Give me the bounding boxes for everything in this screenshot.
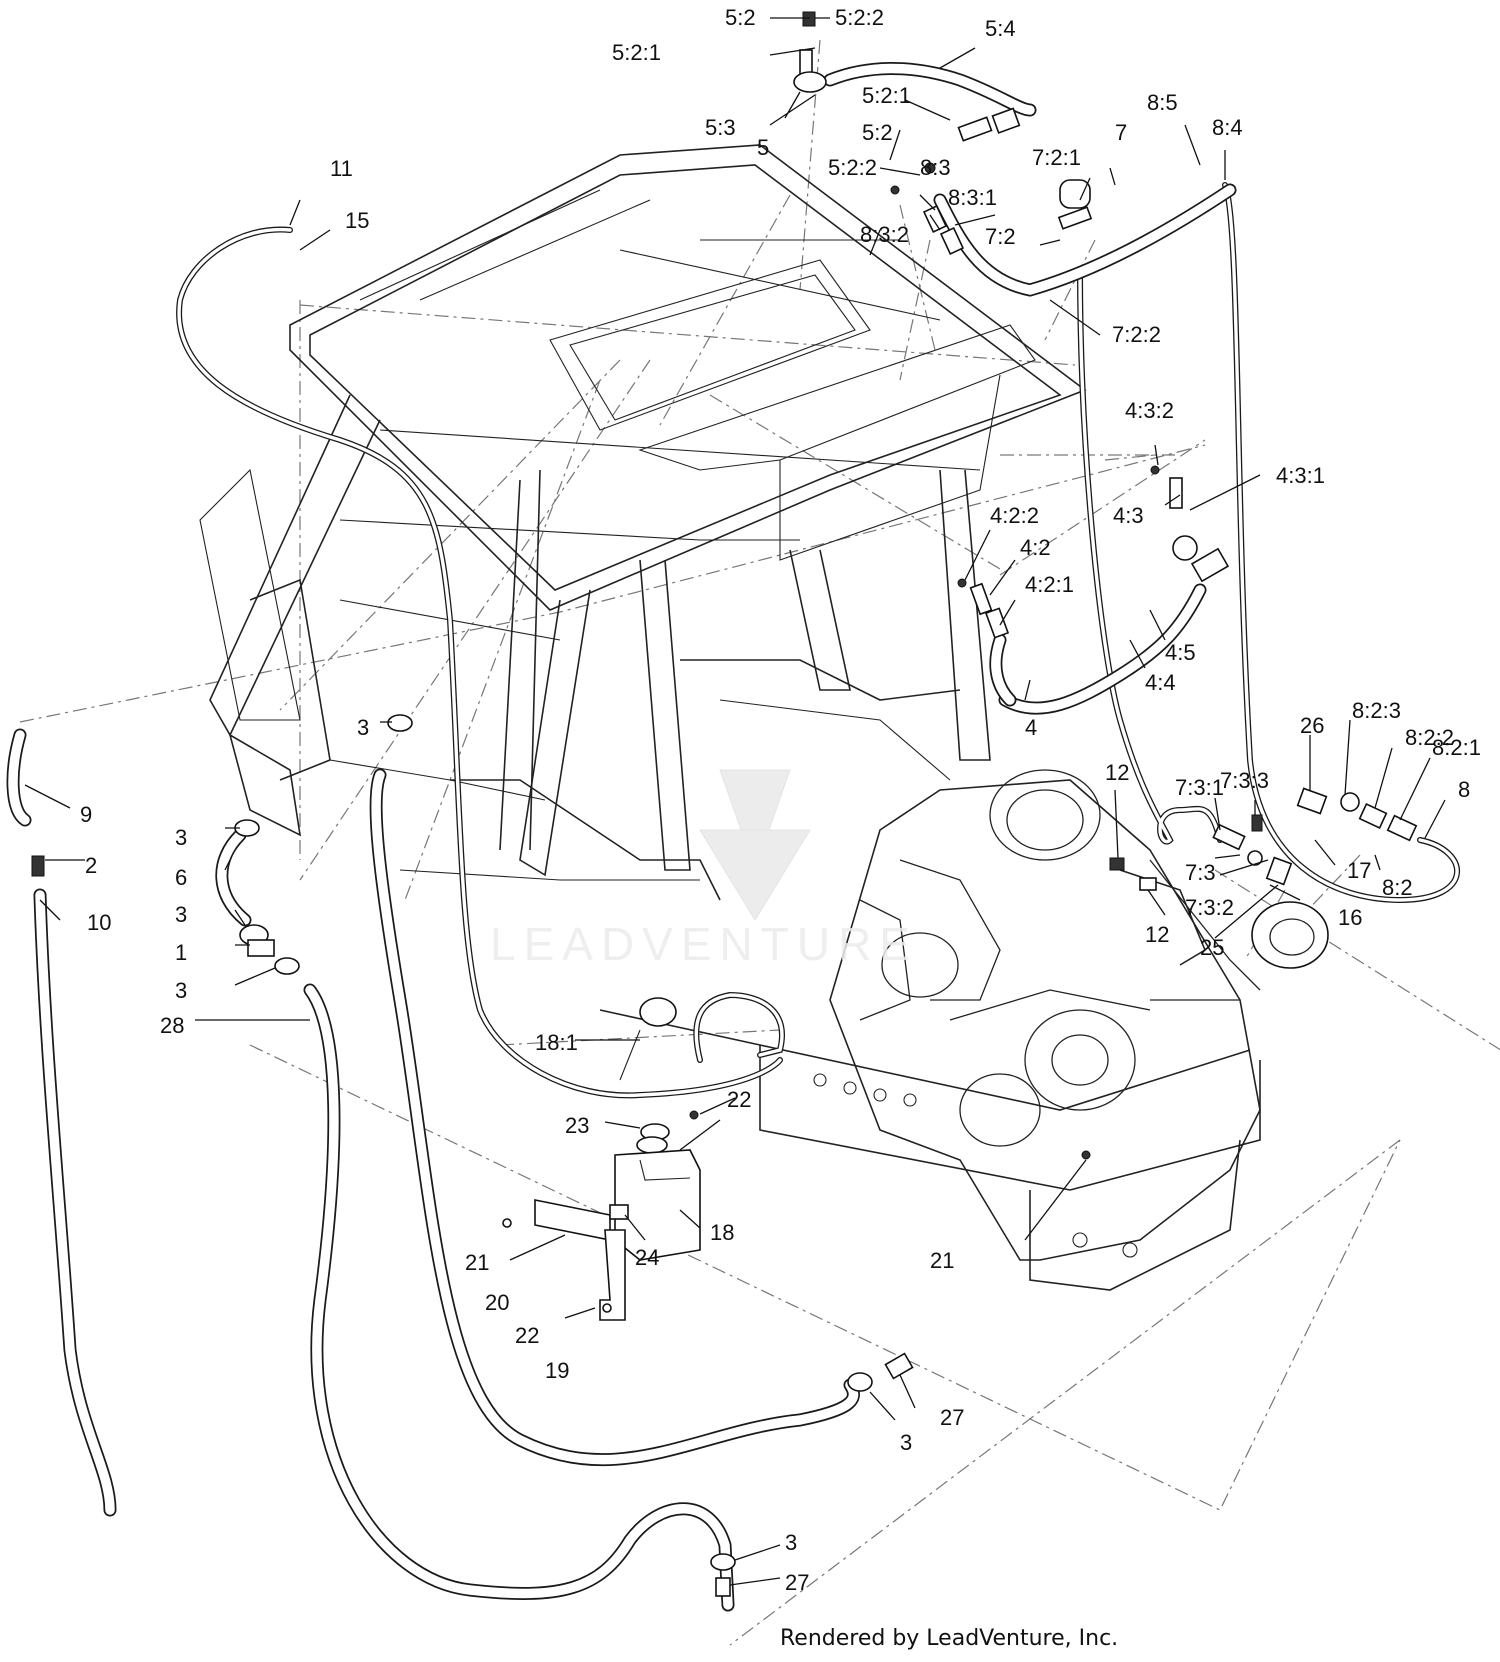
callout-11: 11 — [330, 156, 353, 181]
callout-3-b: 3 — [175, 825, 187, 850]
callout-8-3-2: 8:3:2 — [860, 222, 909, 247]
callout-4-3-1: 4:3:1 — [1276, 463, 1325, 488]
callout-3-e: 3 — [900, 1430, 912, 1455]
callout-28: 28 — [160, 1013, 184, 1038]
callout-3-a: 3 — [357, 715, 369, 740]
cab-frame — [199, 144, 1087, 901]
callout-4-2: 4:2 — [1020, 535, 1051, 560]
callout-6: 6 — [175, 865, 187, 890]
callout-8-2-3: 8:2:3 — [1352, 698, 1401, 723]
callout-8-3-1: 8:3:1 — [948, 185, 997, 210]
callout-15: 15 — [345, 208, 369, 233]
callout-19: 19 — [545, 1358, 569, 1383]
callout-7-3-3: 7:3:3 — [1220, 768, 1269, 793]
callout-8-3: 8:3 — [920, 155, 951, 180]
callout-5-3: 5:3 — [705, 115, 736, 140]
callout-5-2-1: 5:2:1 — [612, 40, 661, 65]
callout-7-2-1: 7:2:1 — [1032, 145, 1081, 170]
callout-7-2: 7:2 — [985, 224, 1016, 249]
callout-8-2: 8:2 — [1382, 875, 1413, 900]
callout-4-5: 4:5 — [1165, 640, 1196, 665]
watermark-text: LEADVENTURE — [490, 918, 918, 970]
callout-1: 1 — [175, 940, 187, 965]
fittings — [31, 11, 1418, 1597]
callout-3-d: 3 — [175, 978, 187, 1003]
callout-24: 24 — [635, 1245, 659, 1270]
reservoir-assembly — [502, 997, 1091, 1321]
callout-4-2-1: 4:2:1 — [1025, 572, 1074, 597]
callout-12-b: 12 — [1145, 922, 1169, 947]
watermark: LEADVENTURE — [490, 769, 918, 970]
callout-8: 8 — [1458, 777, 1470, 802]
callout-21-a: 21 — [465, 1250, 489, 1275]
callout-27-b: 27 — [785, 1570, 809, 1595]
callout-18: 18 — [710, 1220, 734, 1245]
callout-26: 26 — [1300, 713, 1324, 738]
render-credit: Rendered by LeadVenture, Inc. — [780, 1626, 1118, 1651]
callout-23: 23 — [565, 1113, 589, 1138]
callout-25: 25 — [1200, 935, 1224, 960]
hoses — [6, 61, 1460, 1612]
callout-3-f: 3 — [785, 1530, 797, 1555]
callout-8-2-1: 8:2:1 — [1432, 735, 1481, 760]
callout-5-2-2: 5:2:2 — [835, 5, 884, 30]
callout-5-2-1-b: 5:2:1 — [862, 83, 911, 108]
callout-8-2-2: 8:2:2 — [1405, 725, 1454, 750]
callout-10: 10 — [87, 910, 111, 935]
phantom-lines — [19, 39, 1500, 1646]
callout-21-b: 21 — [930, 1248, 954, 1273]
callout-7-3-2: 7:3:2 — [1185, 895, 1234, 920]
callout-7-2-2: 7:2:2 — [1112, 322, 1161, 347]
engine-assembly — [599, 769, 1329, 1291]
callout-16: 16 — [1338, 905, 1362, 930]
leader-lines — [24, 17, 1446, 1586]
callout-22-b: 22 — [515, 1323, 539, 1348]
callout-3-c: 3 — [175, 902, 187, 927]
callout-4-2-2: 4:2:2 — [990, 503, 1039, 528]
callout-9: 9 — [80, 802, 92, 827]
callout-17: 17 — [1347, 858, 1371, 883]
callout-7: 7 — [1115, 120, 1127, 145]
callout-8-5: 8:5 — [1147, 90, 1178, 115]
callout-4-3-2: 4:3:2 — [1125, 398, 1174, 423]
callout-4-3: 4:3 — [1113, 503, 1144, 528]
callout-12-a: 12 — [1105, 760, 1129, 785]
callout-5-2-b: 5:2 — [862, 120, 893, 145]
callout-labels: 5:2 5:2:2 5:2:1 5:4 5:2:1 5:3 5:2 5 8:5 … — [80, 5, 1481, 1595]
callout-2: 2 — [85, 853, 97, 878]
callout-5-2-2-b: 5:2:2 — [828, 155, 877, 180]
callout-5-2: 5:2 — [725, 5, 756, 30]
callout-22-a: 22 — [727, 1087, 751, 1112]
callout-7-3-1: 7:3:1 — [1175, 775, 1224, 800]
callout-4: 4 — [1025, 715, 1037, 740]
callout-4-4: 4:4 — [1145, 670, 1176, 695]
callout-7-3: 7:3 — [1185, 860, 1216, 885]
callout-20: 20 — [485, 1290, 509, 1315]
callout-27-a: 27 — [940, 1405, 964, 1430]
callout-8-4: 8:4 — [1212, 115, 1243, 140]
callout-18-1: 18:1 — [535, 1030, 578, 1055]
callout-5: 5 — [757, 135, 769, 160]
callout-5-4: 5:4 — [985, 16, 1016, 41]
